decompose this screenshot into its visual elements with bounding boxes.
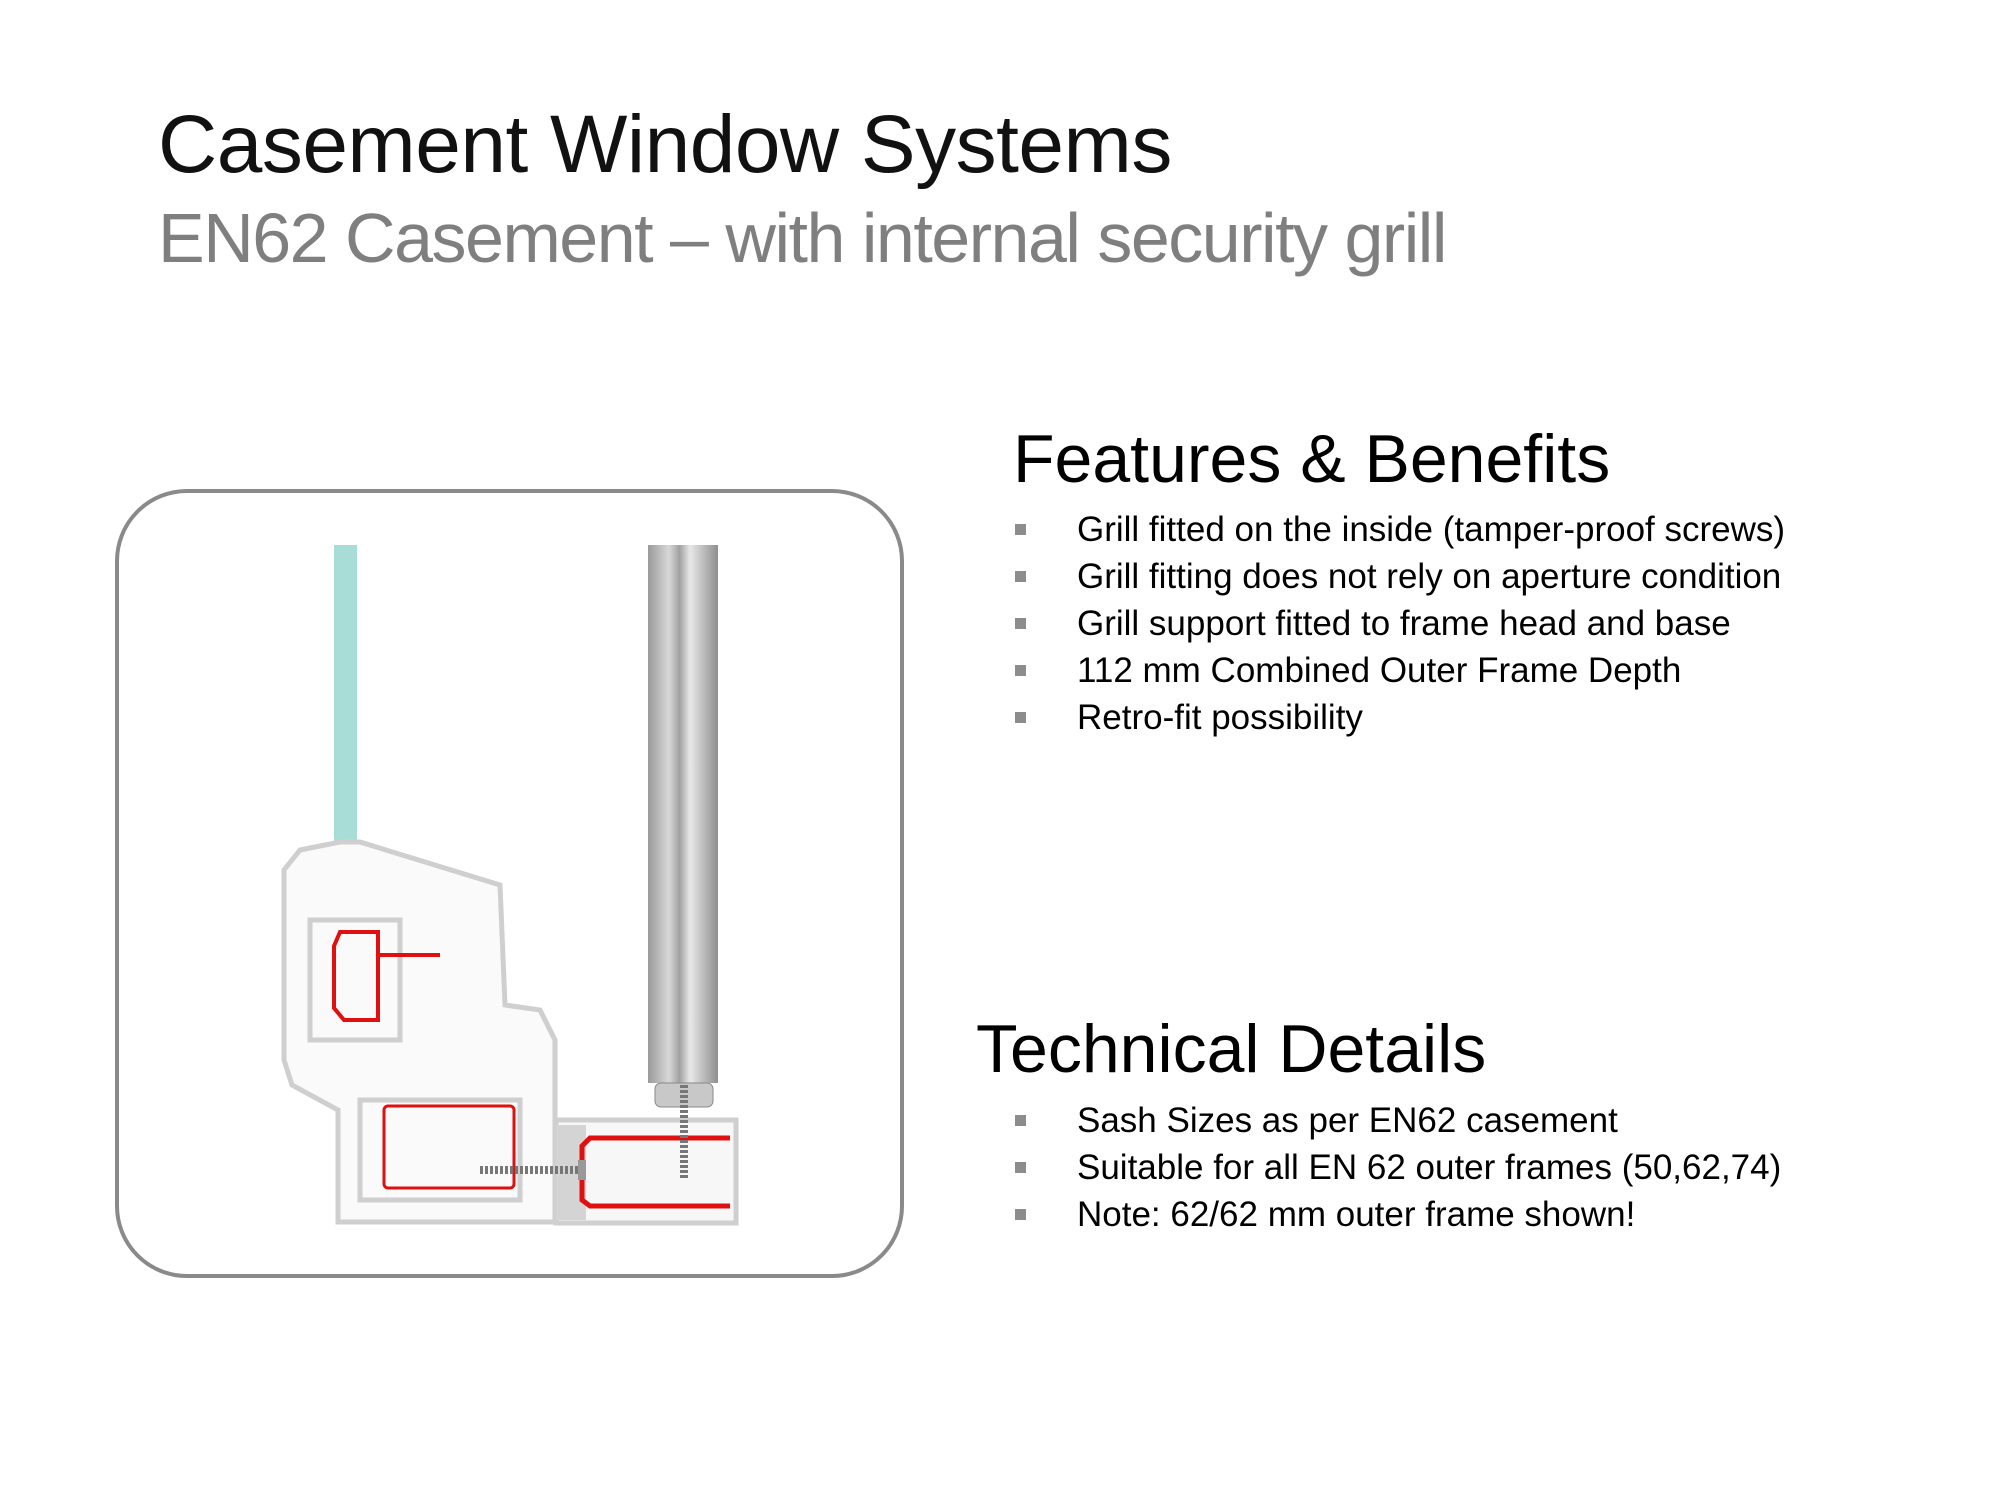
feature-text: Retro-fit possibility — [1077, 698, 1363, 737]
feature-text: 112 mm Combined Outer Frame Depth — [1077, 651, 1682, 690]
bullet-square-icon — [1015, 1209, 1026, 1220]
slide-title: Casement Window Systems — [158, 99, 1172, 190]
list-item: Suitable for all EN 62 outer frames (50,… — [1015, 1144, 1781, 1191]
technical-text: Suitable for all EN 62 outer frames (50,… — [1077, 1148, 1782, 1187]
sash-reinforcement — [332, 930, 440, 1022]
bullet-square-icon — [1015, 1162, 1026, 1173]
list-item: Grill fitted on the inside (tamper-proof… — [1015, 506, 1785, 553]
outer-frame-profile — [553, 1117, 739, 1226]
feature-text: Grill support fitted to frame head and b… — [1077, 604, 1731, 643]
features-list: Grill fitted on the inside (tamper-proof… — [1015, 506, 1785, 741]
list-item: Sash Sizes as per EN62 casement — [1015, 1097, 1781, 1144]
technical-text: Note: 62/62 mm outer frame shown! — [1077, 1195, 1636, 1234]
bullet-square-icon — [1015, 618, 1026, 629]
list-item: Note: 62/62 mm outer frame shown! — [1015, 1191, 1781, 1238]
glass-pane — [334, 545, 357, 893]
bullet-square-icon — [1015, 571, 1026, 582]
list-item: Grill support fitted to frame head and b… — [1015, 600, 1785, 647]
features-heading: Features & Benefits — [1013, 421, 1611, 497]
feature-text: Grill fitted on the inside (tamper-proof… — [1077, 510, 1786, 549]
list-item: Grill fitting does not rely on aperture … — [1015, 553, 1785, 600]
security-grill-bar — [648, 545, 718, 1083]
technical-heading: Technical Details — [976, 1011, 1487, 1087]
frame-reinforcement — [382, 1104, 516, 1190]
bullet-square-icon — [1015, 665, 1026, 676]
bullet-square-icon — [1015, 1115, 1026, 1126]
screw-horizontal — [480, 1160, 586, 1180]
list-item: 112 mm Combined Outer Frame Depth — [1015, 647, 1785, 694]
technical-list: Sash Sizes as per EN62 casement Suitable… — [1015, 1097, 1781, 1238]
technical-text: Sash Sizes as per EN62 casement — [1077, 1101, 1618, 1140]
slide-subtitle: EN62 Casement – with internal security g… — [158, 199, 1447, 277]
feature-text: Grill fitting does not rely on aperture … — [1077, 557, 1782, 596]
bullet-square-icon — [1015, 524, 1026, 535]
list-item: Retro-fit possibility — [1015, 694, 1785, 741]
sash-profile — [281, 839, 558, 1225]
bullet-square-icon — [1015, 712, 1026, 723]
